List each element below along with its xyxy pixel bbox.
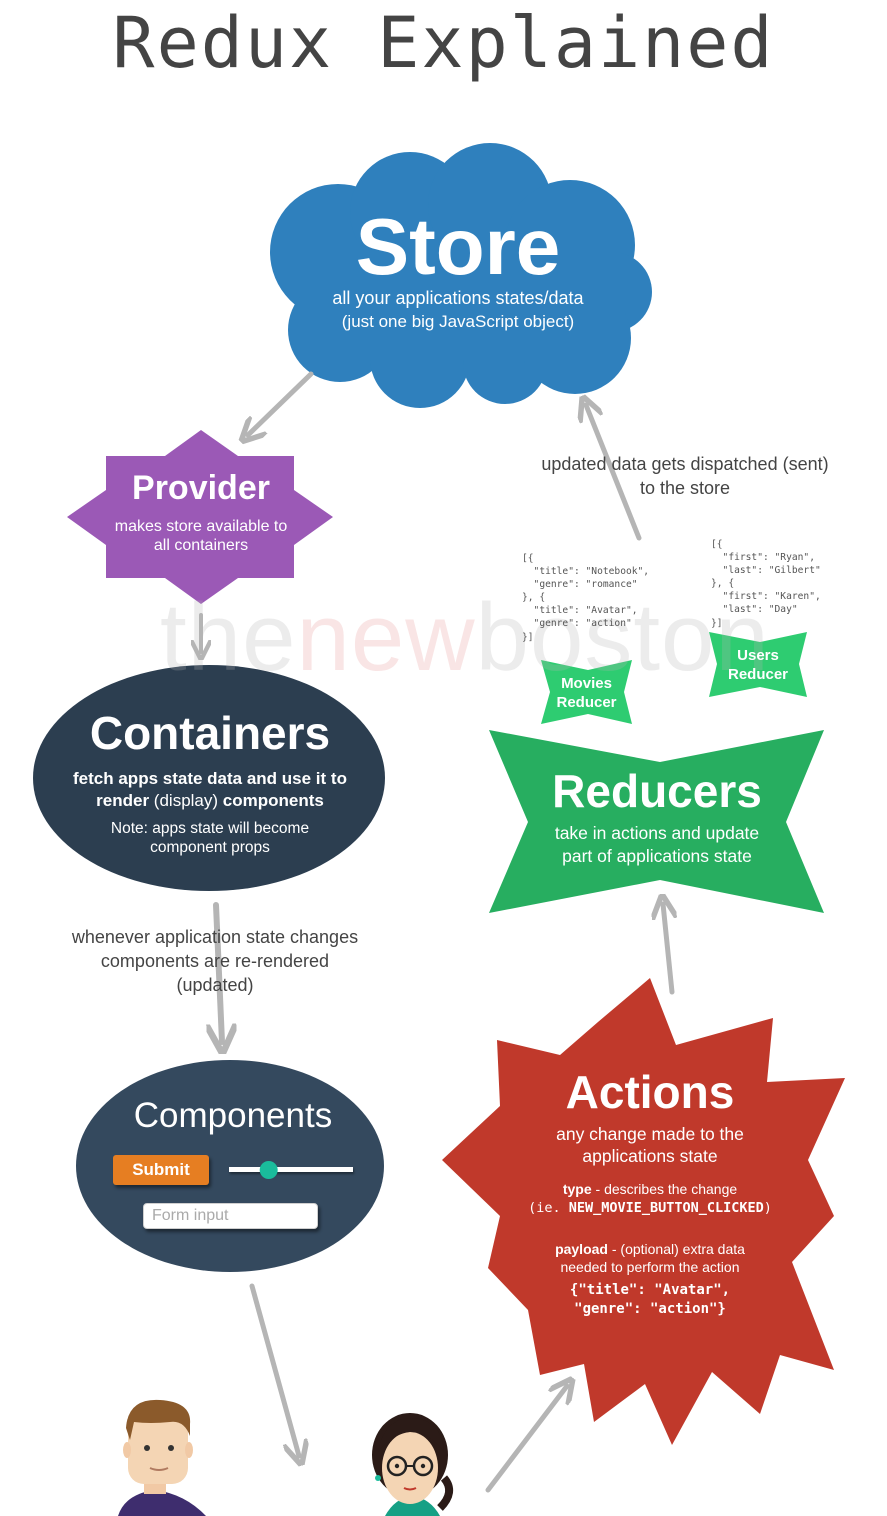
provider-description-line1: makes store available to	[114, 518, 288, 535]
reducers-shape	[489, 730, 824, 913]
submit-button[interactable]: Submit	[113, 1155, 209, 1185]
components-heading: Components	[133, 1096, 333, 1135]
actions-payload-line: payload - (optional) extra data	[555, 1241, 745, 1257]
store-description: all your applications states/data	[332, 288, 584, 308]
provider-heading: Provider	[132, 469, 270, 507]
movies-reducer-shape	[541, 660, 632, 724]
actions-type-line: type - describes the change	[562, 1181, 738, 1197]
actions-burst-shape	[442, 978, 845, 1445]
dispatch-note-line2: to the store	[639, 478, 731, 498]
arrow-store-to-provider	[248, 371, 314, 435]
arrow-components-to-user	[249, 1283, 299, 1456]
actions-description-line2: applications state	[582, 1146, 718, 1166]
containers-description-line1: fetch apps state data and use it to	[73, 769, 347, 788]
containers-note-line1: Note: apps state will become	[110, 820, 310, 837]
man-avatar-icon	[118, 1399, 206, 1516]
actions-payload-code1: {"title": "Avatar",	[569, 1282, 731, 1298]
actions-payload-code2: "genre": "action"}	[574, 1301, 726, 1317]
movies-reducer-code: [{ "title": "Notebook", "genre": "romanc…	[522, 553, 650, 643]
movies-reducer-label-line2: Reducer	[556, 694, 617, 711]
slider-track	[229, 1167, 353, 1172]
reducers-heading: Reducers	[552, 765, 762, 817]
arrow-reducers-to-store	[586, 405, 642, 541]
provider-star-shape	[67, 430, 333, 604]
users-reducer-code: [{ "first": "Ryan", "last": "Gilbert" },…	[711, 539, 821, 629]
actions-type-example: (ie. NEW_MOVIE_BUTTON_CLICKED)	[528, 1200, 772, 1216]
rerender-note-line3: (updated)	[176, 975, 254, 995]
users-reducer-label-line1: Users	[737, 647, 779, 664]
actions-description-line1: any change made to the	[556, 1124, 744, 1144]
watermark-text: thenewboston	[160, 584, 770, 691]
actions-payload-line2: needed to perform the action	[560, 1259, 740, 1275]
form-input[interactable]	[143, 1203, 318, 1229]
arrow-user-to-actions	[485, 1386, 567, 1493]
users-reducer-shape	[709, 632, 807, 697]
provider-description-line2: all containers	[153, 537, 249, 554]
arrow-actions-to-reducers	[663, 904, 672, 995]
reducers-description-line1: take in actions and update	[554, 823, 760, 843]
slider-knob[interactable]	[259, 1161, 278, 1179]
containers-heading: Containers	[89, 707, 331, 759]
store-heading: Store	[355, 202, 561, 291]
rerender-note-line2: components are re-rendered	[100, 951, 330, 971]
users-reducer-label-line2: Reducer	[727, 666, 789, 683]
actions-heading: Actions	[565, 1066, 735, 1118]
containers-ellipse-shape	[33, 665, 385, 891]
page-title: Redux Explained	[112, 2, 775, 84]
arrow-containers-to-components	[216, 902, 222, 1042]
rerender-note-line1: whenever application state changes	[71, 927, 359, 947]
woman-avatar-icon	[372, 1413, 454, 1516]
store-subdescription: (just one big JavaScript object)	[341, 312, 575, 331]
reducers-description-line2: part of applications state	[562, 846, 752, 866]
movies-reducer-label-line1: Movies	[561, 675, 612, 692]
store-cloud-shape	[270, 143, 652, 408]
dispatch-note-line1: updated data gets dispatched (sent)	[541, 454, 829, 474]
containers-description-line2: render (display) components	[96, 791, 324, 810]
containers-note-line2: component props	[150, 839, 270, 856]
component-slider[interactable]	[229, 1161, 353, 1179]
